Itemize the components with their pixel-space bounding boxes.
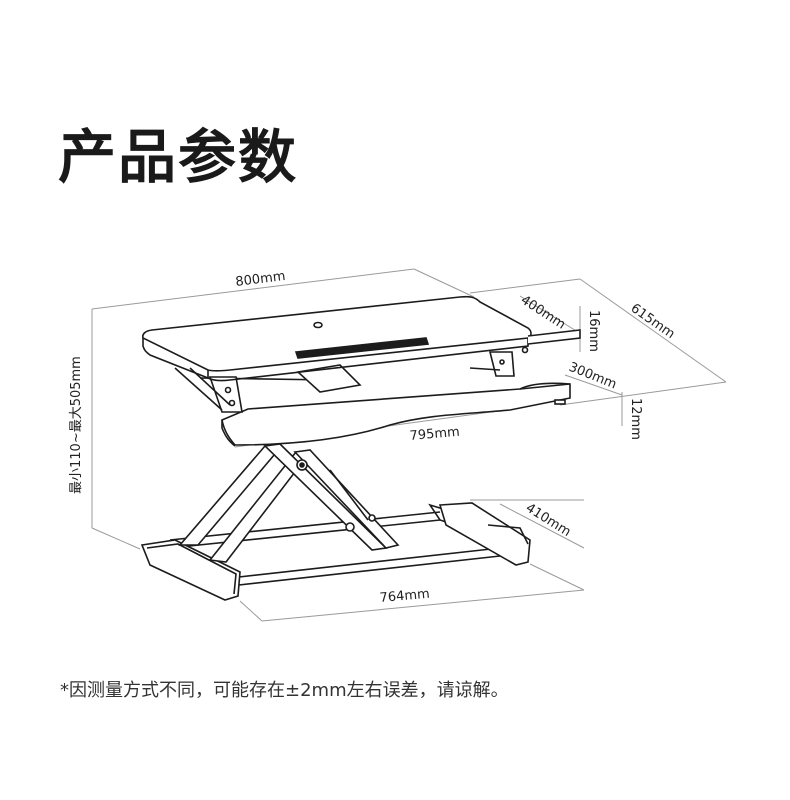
keyboard-thickness-label: 12mm [628, 398, 643, 440]
footnote: *因测量方式不同，可能存在±2mm左右误差，请谅解。 [60, 680, 509, 701]
top-thickness-label: 16mm [586, 310, 601, 352]
keyboard-depth-label: 300mm [567, 360, 619, 393]
base-width-label: 764mm [379, 587, 430, 606]
width-top-label: 800mm [235, 269, 287, 290]
base-frame [140, 502, 531, 601]
top-brackets [174, 346, 529, 413]
page-title: 产品参数 [58, 123, 299, 191]
total-depth-label: 615mm [628, 301, 678, 342]
keyboard-width-label: 795mm [409, 425, 460, 444]
x-lift-arms [178, 364, 400, 563]
desk-top [142, 295, 581, 382]
height-range-label: 最小110~最大505mm [69, 356, 84, 494]
keyboard-tray [221, 382, 571, 447]
